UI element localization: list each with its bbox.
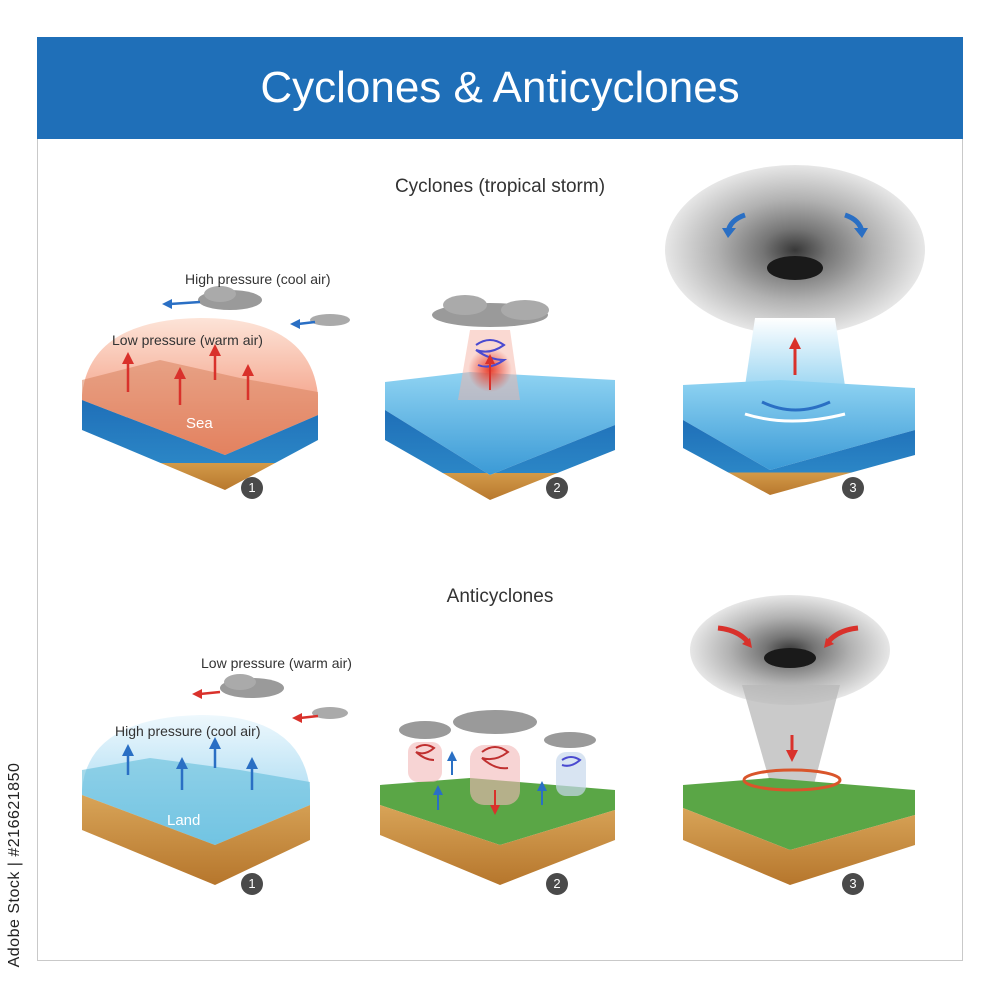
anticyclones-section-title: Anticyclones xyxy=(446,586,554,607)
cyclone-stage-2-scene xyxy=(385,295,615,500)
stock-watermark-text: Adobe Stock | #216621850 xyxy=(6,762,23,968)
anticyclone-step-2-badge: 2 xyxy=(546,873,568,895)
cyclone-high-pressure-label: High pressure (cool air) xyxy=(185,271,331,287)
land-label: Land xyxy=(167,812,201,829)
cyclone-low-pressure-label: Low pressure (warm air) xyxy=(112,332,263,348)
anticyclone-step-3-badge: 3 xyxy=(842,873,864,895)
anticyclone-stage-1-scene xyxy=(82,674,348,885)
cyclone-step-3-badge: 3 xyxy=(842,477,864,499)
anticyclone-step-1-badge: 1 xyxy=(241,873,263,895)
anticyclone-stage-3-scene xyxy=(683,595,915,885)
sea-label: Sea xyxy=(186,415,213,432)
anticyclone-high-pressure-label: High pressure (cool air) xyxy=(115,723,261,739)
stock-watermark: Adobe Stock | #216621850 xyxy=(4,763,26,968)
title-banner: Cyclones & Anticyclones xyxy=(37,37,963,139)
page-title: Cyclones & Anticyclones xyxy=(260,63,740,112)
cyclones-section-title: Cyclones (tropical storm) xyxy=(394,176,606,197)
cyclone-step-2-badge: 2 xyxy=(546,477,568,499)
anticyclone-low-pressure-label: Low pressure (warm air) xyxy=(201,655,352,671)
anticyclone-stage-2-scene xyxy=(380,710,615,885)
cyclone-stage-1-scene xyxy=(82,286,350,490)
cyclone-stage-3-scene xyxy=(665,165,925,495)
cyclone-step-1-badge: 1 xyxy=(241,477,263,499)
